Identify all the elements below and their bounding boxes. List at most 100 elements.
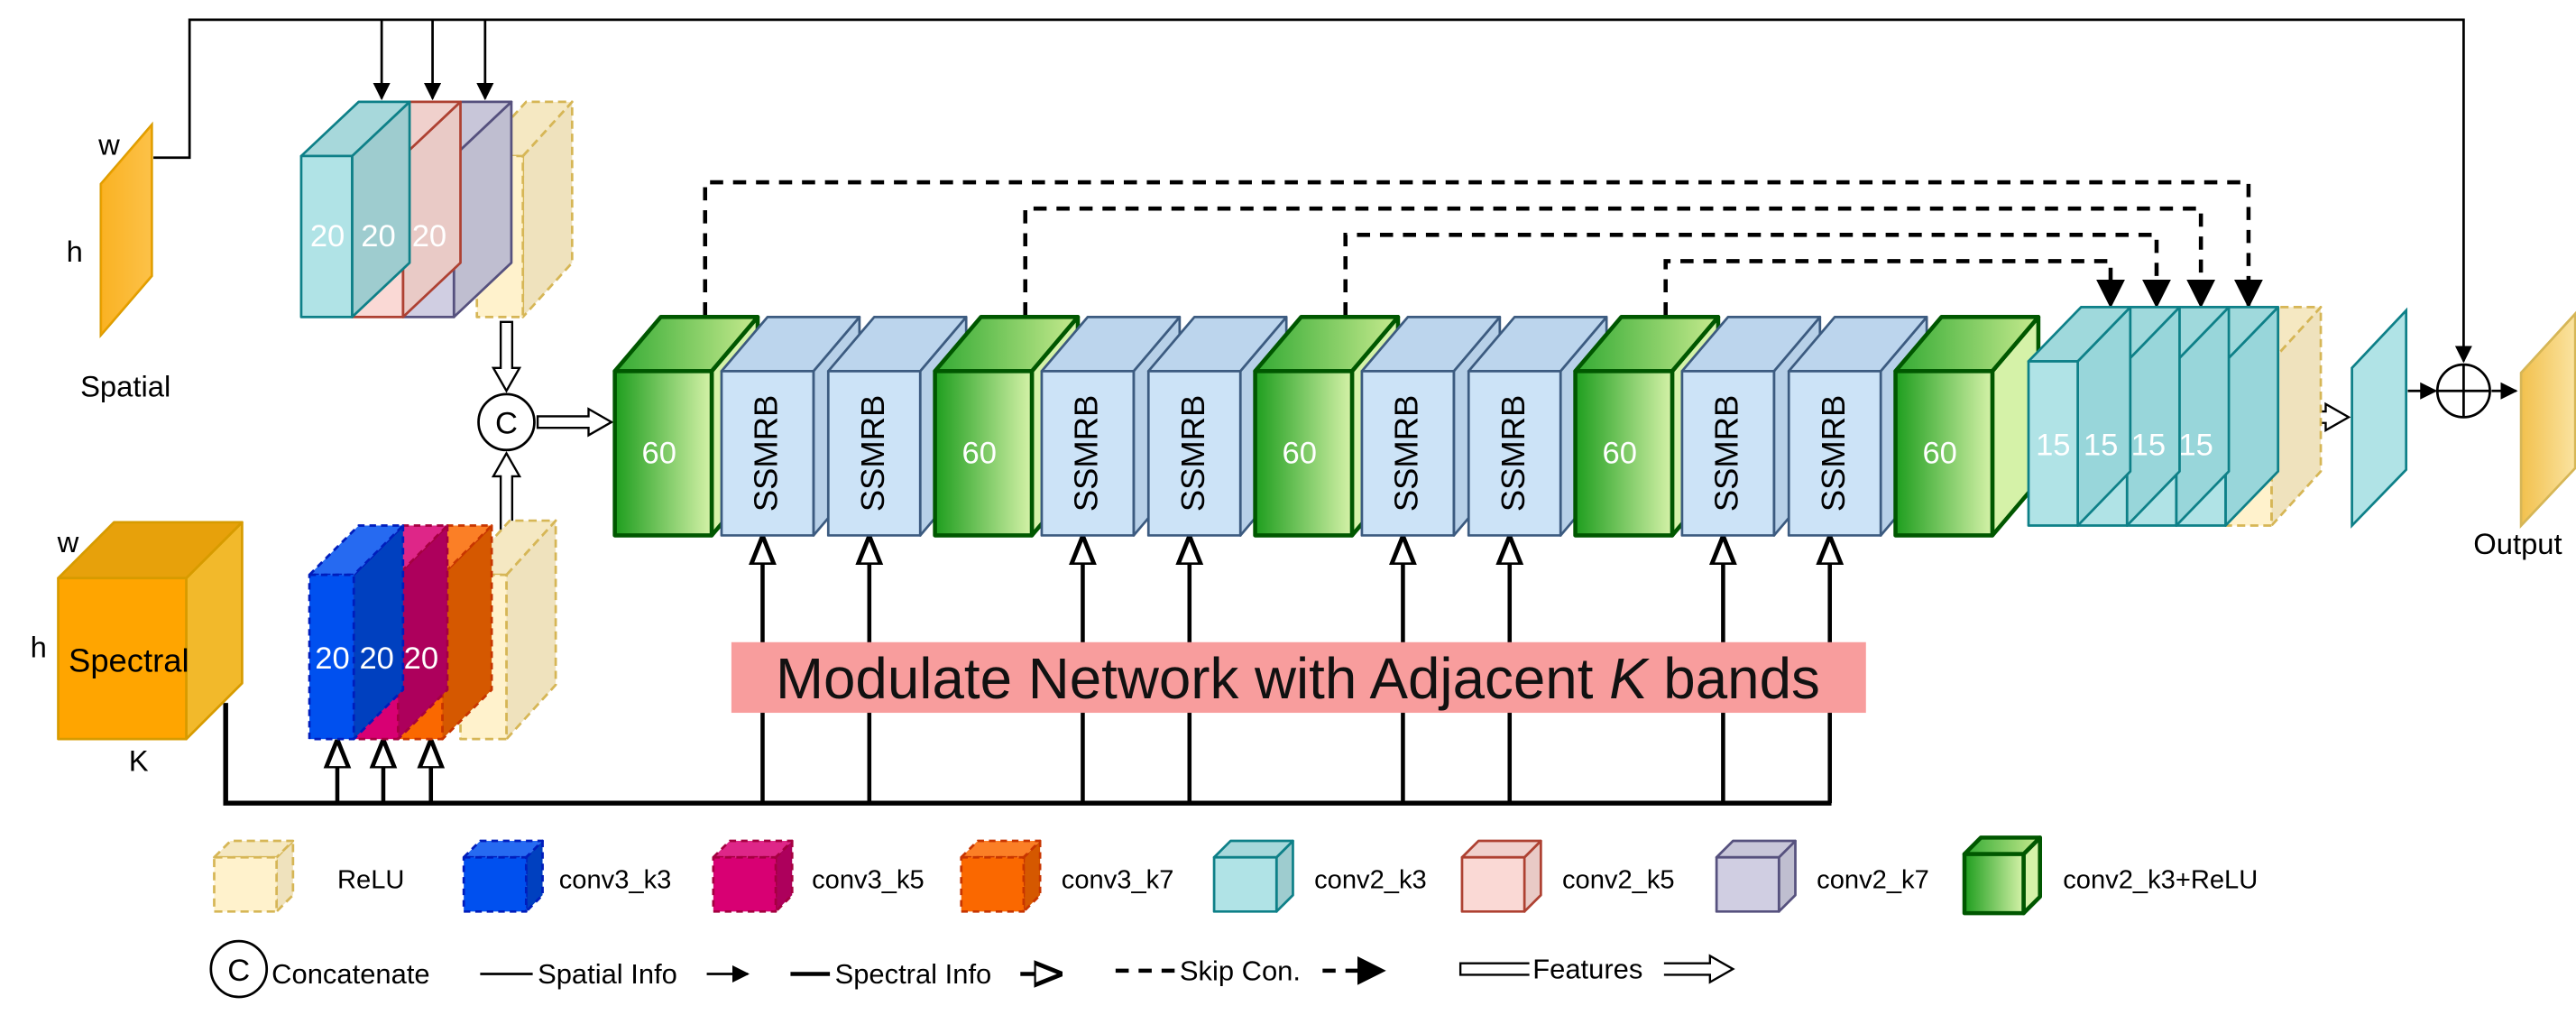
legend-swatch-conv2-k5-front xyxy=(1460,855,1526,913)
skip-connection xyxy=(1343,233,2171,316)
modulate-label-prefix: Modulate Network with Adjacent xyxy=(776,646,1609,711)
concat-circle xyxy=(477,392,536,452)
conv-block-label: 60 xyxy=(1602,436,1636,470)
spatial-conv2-k3-block xyxy=(299,100,411,318)
legend-label-conv2-k3: conv2_k3 xyxy=(1314,866,1427,895)
final-stack-value: 15 xyxy=(2036,428,2070,462)
ssmrb-block-5-front xyxy=(1146,370,1242,537)
legend-features-bg xyxy=(1529,954,1664,984)
spatial-w-label: w xyxy=(97,128,120,161)
legend-swatch-conv3-k3 xyxy=(462,839,544,913)
spatial-stack-value: 20 xyxy=(361,219,395,254)
legend-swatch-conv2-k3-front xyxy=(1212,855,1278,913)
legend-swatch-relu xyxy=(213,839,295,913)
ssmrb-label: SSMRB xyxy=(1815,395,1852,512)
ssmrb-label: SSMRB xyxy=(1174,395,1211,512)
spatial-label: Spatial xyxy=(80,369,170,402)
legend-label-relu: ReLU xyxy=(337,866,404,895)
spectral-k-label: K xyxy=(129,743,149,777)
conv-block-label: 60 xyxy=(642,436,676,470)
legend-label-conv3-k3: conv3_k3 xyxy=(559,866,672,895)
modulate-label-bg xyxy=(731,641,1866,714)
legend-label-conv2-k5: conv2_k5 xyxy=(1562,866,1675,895)
modulate-label: Modulate Network with Adjacent K bands xyxy=(776,646,1820,711)
spectral-label: Spectral xyxy=(69,641,189,678)
conv-block-6-front xyxy=(1253,369,1355,538)
spatial-conv2-k3-block-front xyxy=(299,154,354,318)
ssmrb-block-8-front xyxy=(1467,370,1562,537)
legend-swatch-conv3-k5 xyxy=(712,839,794,913)
spectral-stack-value: 20 xyxy=(315,641,349,676)
spectral-relu-block-side xyxy=(505,519,557,741)
spectral-input-cube-front xyxy=(57,577,188,741)
spectral-conv3-k3-block xyxy=(308,524,405,741)
legend-spatial-label: Spatial Info xyxy=(538,958,677,990)
block-shapes xyxy=(57,100,2576,999)
skip-connection xyxy=(703,180,2263,316)
legend-skip-label: Skip Con. xyxy=(1180,955,1301,986)
final-stack-value: 15 xyxy=(2084,428,2118,462)
legend-features-label: Features xyxy=(1532,954,1642,985)
ssmrb-label: SSMRB xyxy=(748,395,785,512)
spectral-w-label: w xyxy=(57,525,79,558)
spectral-stack-value: 20 xyxy=(359,641,393,676)
legend-spatial-bg xyxy=(532,959,707,989)
ssmrb-block-10-front xyxy=(1680,370,1776,537)
output-label: Output xyxy=(2473,527,2562,560)
ssmrb-block-4-front xyxy=(1040,370,1136,537)
legend-swatch-conv3-k5-front xyxy=(712,855,777,913)
ssmrb-label: SSMRB xyxy=(1495,395,1532,512)
spatial-input-tint xyxy=(100,125,152,336)
spatial-h-label: h xyxy=(67,235,83,268)
legend-label-conv2-k3-relu: conv2_k3+ReLU xyxy=(2063,866,2258,895)
legend-swatch-conv2-k3-relu-top xyxy=(1962,835,2043,856)
spectral-input-cube xyxy=(57,521,244,741)
conv-block-0-front xyxy=(612,369,714,538)
legend-skip-bg xyxy=(1174,955,1323,986)
final-relu-block-side xyxy=(2270,306,2323,527)
legend-concat-label: Concatenate xyxy=(271,958,429,990)
spatial-stack-value: 20 xyxy=(412,219,446,254)
legend-concat-symbol: C xyxy=(227,954,250,988)
legend-label-conv3-k5: conv3_k5 xyxy=(812,866,925,895)
legend-swatch-relu-top xyxy=(213,839,295,859)
features-arrow-to-network xyxy=(536,407,614,438)
features-arrow-up xyxy=(491,451,522,537)
final-conv-slice xyxy=(2351,307,2408,529)
spectral-info-bus xyxy=(223,703,1832,806)
ssmrb-block-2-front xyxy=(826,370,922,537)
ssmrb-block-1-front xyxy=(720,370,815,537)
ssmrb-block-11-front xyxy=(1787,370,1882,537)
legend-swatch-conv3-k3-front xyxy=(462,855,528,913)
ssmrb-label: SSMRB xyxy=(1388,395,1425,512)
legend-swatch-conv2-k3-relu-front xyxy=(1962,852,2026,916)
ssmrb-block-7-front xyxy=(1360,370,1456,537)
legend-swatch-relu-front xyxy=(213,855,279,913)
spatial-stack-value: 20 xyxy=(310,219,345,254)
spectral-stack-value: 20 xyxy=(404,641,438,676)
concat-symbol: C xyxy=(495,407,518,441)
output-slice xyxy=(2519,310,2576,529)
spatial-info-wire xyxy=(153,18,2472,364)
ssmrb-label: SSMRB xyxy=(854,395,891,512)
conv-block-label: 60 xyxy=(1922,436,1956,470)
legend-swatch-conv2-k5 xyxy=(1460,839,1542,913)
legend-swatch-conv3-k7-front xyxy=(960,855,1026,913)
conv-block-12 xyxy=(1893,315,2041,538)
final-stack-value: 15 xyxy=(2178,428,2213,462)
legend-spectral-label: Spectral Info xyxy=(835,958,992,990)
legend-swatch-conv2-k7 xyxy=(1715,839,1797,913)
conv-block-label: 60 xyxy=(1283,436,1317,470)
final-conv-block xyxy=(2027,306,2132,527)
modulate-label-suffix: bands xyxy=(1648,646,1820,711)
conv-block-12-front xyxy=(1893,369,1995,538)
conv-block-9-front xyxy=(1573,369,1675,538)
legend-spectral-bg xyxy=(830,959,1021,989)
features-arrow-down xyxy=(491,320,522,393)
conv-block-label: 60 xyxy=(962,436,997,470)
legend-swatch-conv2-k7-front xyxy=(1715,855,1780,913)
legend-swatch-conv2-k3-relu xyxy=(1962,835,2043,916)
skip-connection xyxy=(1023,206,2216,316)
